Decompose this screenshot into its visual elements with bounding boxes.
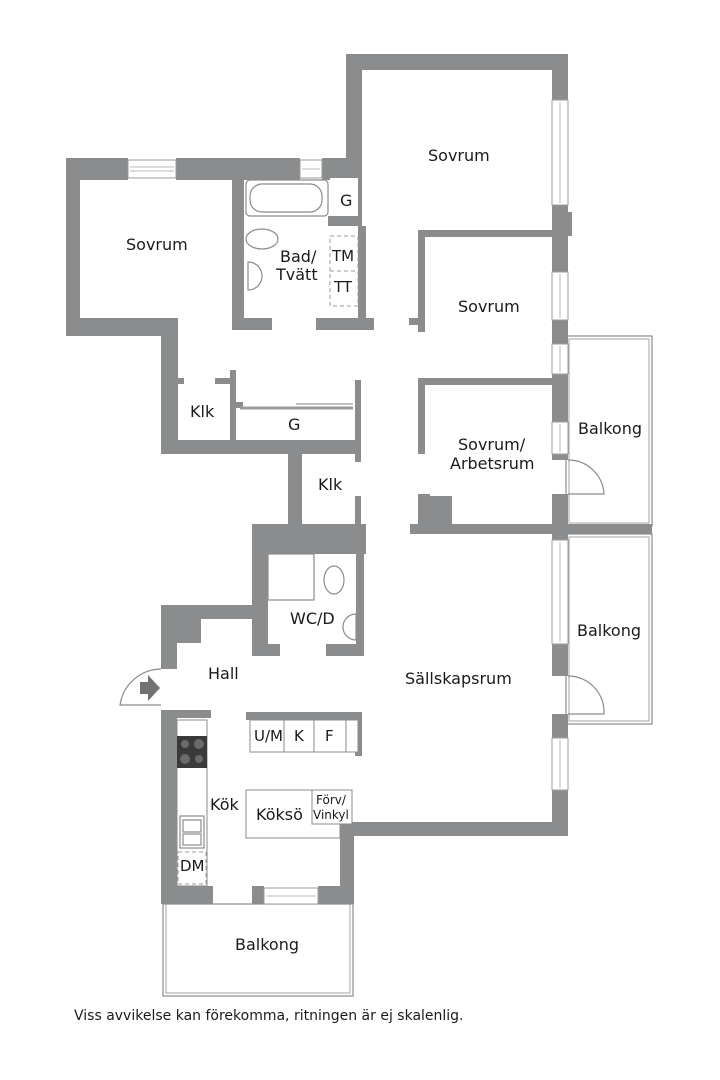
sink-icon bbox=[247, 261, 263, 291]
room-label-wc-d: WC/D bbox=[290, 609, 335, 628]
room-label-sovrum-e: Sovrum bbox=[458, 297, 520, 316]
toilet-icon-wc bbox=[323, 565, 345, 595]
label-vinkyl: Vinkyl bbox=[313, 808, 349, 822]
label-tt: TT bbox=[333, 278, 353, 296]
room-label-klk-center: Klk bbox=[318, 475, 343, 494]
label-f: F bbox=[325, 727, 334, 745]
room-label-tvatt: Tvätt bbox=[275, 265, 318, 284]
label-kokso: Köksö bbox=[256, 805, 303, 824]
room-label-sallskapsrum: Sällskapsrum bbox=[405, 669, 512, 688]
sink-icon-wc bbox=[342, 613, 357, 641]
windows bbox=[127, 99, 569, 905]
label-tm: TM bbox=[331, 247, 354, 265]
room-label-balkong-middle: Balkong bbox=[577, 621, 641, 640]
fixtures bbox=[176, 179, 359, 887]
room-label-sovrum-arbetsrum-2: Arbetsrum bbox=[450, 454, 534, 473]
label-dm: DM bbox=[180, 857, 205, 875]
toilet-icon bbox=[245, 228, 279, 250]
room-labels: Sovrum Bad/ Tvätt G TM TT Sovrum Sovrum … bbox=[126, 146, 642, 954]
disclaimer-text: Viss avvikelse kan förekomma, ritningen … bbox=[74, 1008, 464, 1024]
room-label-sovrum-arbetsrum-1: Sovrum/ bbox=[458, 435, 526, 454]
room-label-klk-west: Klk bbox=[190, 402, 215, 421]
room-label-bad: Bad/ bbox=[280, 247, 317, 266]
walls bbox=[66, 54, 652, 904]
doors bbox=[119, 403, 605, 715]
room-label-balkong-upper: Balkong bbox=[578, 419, 642, 438]
room-label-sovrum-nw: Sovrum bbox=[126, 235, 188, 254]
label-k: K bbox=[294, 727, 305, 745]
entrance-arrow-icon bbox=[140, 675, 160, 701]
room-label-kok: Kök bbox=[210, 795, 239, 814]
label-forv: Förv/ bbox=[316, 793, 347, 807]
room-label-sovrum-ne: Sovrum bbox=[428, 146, 490, 165]
room-label-g-hall: G bbox=[288, 415, 300, 434]
label-um: U/M bbox=[254, 727, 283, 745]
room-label-hall: Hall bbox=[208, 664, 239, 683]
room-label-balkong-lower: Balkong bbox=[235, 935, 299, 954]
room-label-g-closet: G bbox=[340, 191, 352, 210]
